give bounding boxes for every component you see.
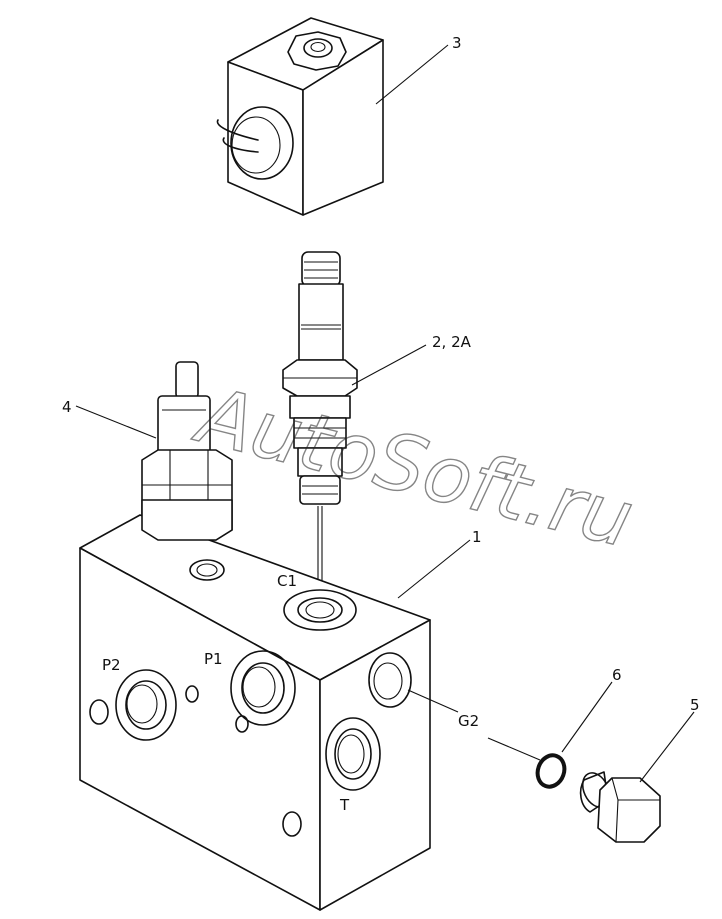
leader-lines <box>75 44 695 783</box>
port-label-p1: P1 <box>204 650 223 668</box>
o-ring <box>535 753 567 789</box>
port-label-p2: P2 <box>102 656 121 674</box>
callout-2-2a: 2, 2A <box>432 333 472 351</box>
watermark: AutoSoft.ru <box>186 370 642 566</box>
callout-4: 4 <box>62 398 72 416</box>
callout-5: 5 <box>690 696 700 714</box>
plug <box>579 771 661 843</box>
valve-body <box>79 499 431 911</box>
cartridge-valve <box>282 251 358 598</box>
callout-6: 6 <box>612 666 622 684</box>
solenoid-coil <box>216 17 384 216</box>
callout-3: 3 <box>452 34 462 52</box>
port-label-g2: G2 <box>458 712 479 730</box>
callout-1: 1 <box>472 528 482 546</box>
port-label-t: T <box>339 796 350 814</box>
port-label-c1: C1 <box>277 572 297 590</box>
